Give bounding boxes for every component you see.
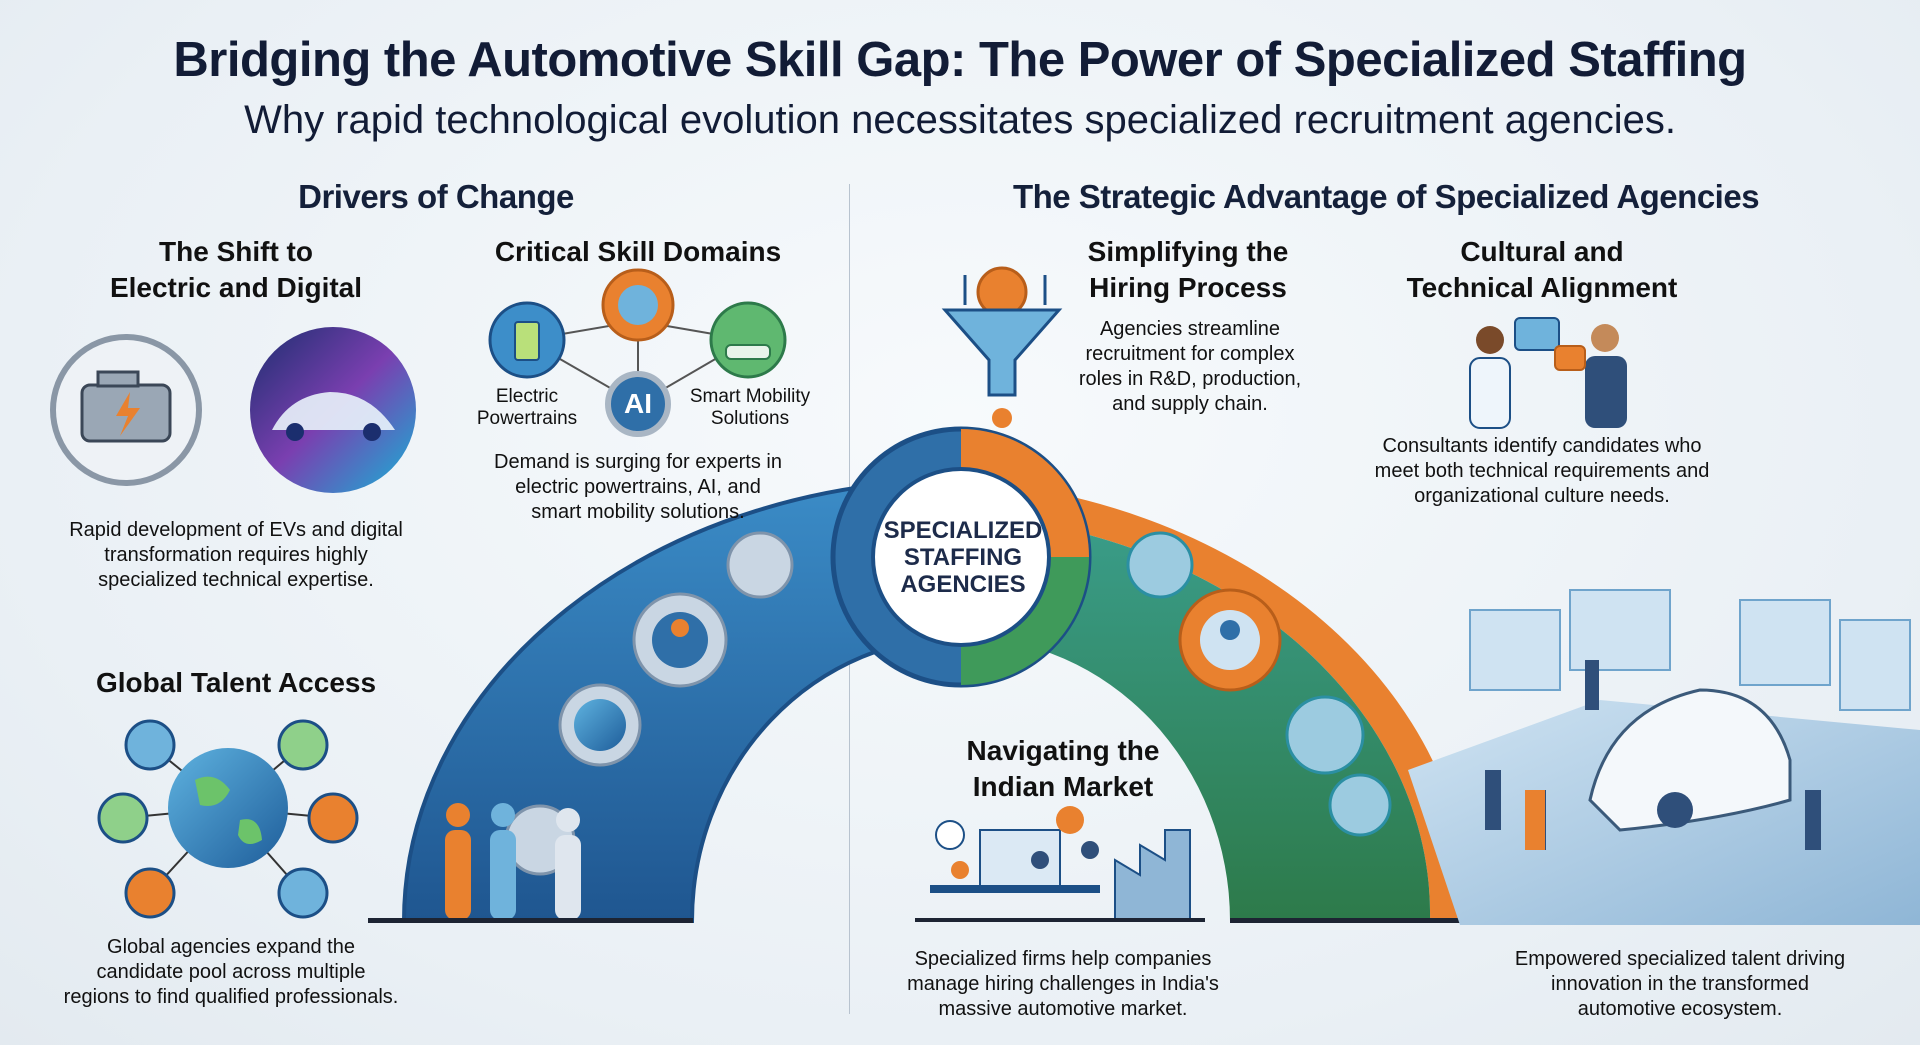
ai-gear-icon <box>605 371 671 437</box>
ecosystem-description: Empowered specialized talent driving inn… <box>1515 947 1845 1022</box>
text-line: candidate pool across multiple <box>96 961 366 983</box>
title-line: Cultural and <box>1460 236 1624 267</box>
hiring-title: Simplifying the Hiring Process <box>1088 234 1289 306</box>
people-silhouettes <box>445 803 581 920</box>
engine-icon <box>50 334 202 486</box>
cultural-description: Consultants identify candidates who meet… <box>1375 434 1710 509</box>
shift-title: The Shift to Electric and Digital <box>110 234 362 306</box>
electric-car-icon <box>250 327 416 493</box>
ground-line-left <box>368 918 693 923</box>
clock-icon <box>935 820 965 850</box>
office-illustration <box>915 806 1205 922</box>
india-description: Specialized firms help companies manage … <box>907 947 1219 1022</box>
label-line: Solutions <box>710 408 790 429</box>
title-line: Indian Market <box>972 771 1154 802</box>
hub-line: SPECIALIZED <box>883 517 1043 544</box>
page-title: Bridging the Automotive Skill Gap: The P… <box>173 33 1747 87</box>
arch-bridge <box>368 426 1524 923</box>
text-line: Specialized firms help companies <box>914 948 1212 970</box>
hiring-description: Agencies streamline recruitment for comp… <box>1079 317 1301 417</box>
candidate-avatar-icon <box>97 719 359 919</box>
ai-label: AI <box>624 388 652 419</box>
text-line: massive automotive market. <box>938 998 1188 1020</box>
shift-title-line: The Shift to <box>159 236 313 267</box>
text-line: smart mobility solutions. <box>531 501 745 523</box>
skills-description: Demand is surging for experts in electri… <box>494 450 782 525</box>
globe-icon <box>168 748 288 868</box>
page-subtitle: Why rapid technological evolution necess… <box>244 98 1676 142</box>
text-line: manage hiring challenges in India's <box>907 973 1219 995</box>
cultural-title: Cultural and Technical Alignment <box>1407 234 1678 306</box>
hub-gear-icon <box>830 426 1092 688</box>
label-line: Electric <box>495 386 559 407</box>
text-line: organizational culture needs. <box>1414 485 1670 507</box>
title-line: Simplifying the <box>1087 236 1289 267</box>
label-line: Powertrains <box>476 408 578 429</box>
hub-line: STAFFING <box>903 544 1023 571</box>
chat-bubble-icon <box>1554 345 1586 371</box>
dashboard-screen-icon <box>1469 589 1911 711</box>
smart-mobility-label: Smart Mobility Solutions <box>690 386 810 430</box>
globe-icon <box>574 699 626 751</box>
smart-car-icon <box>709 301 787 379</box>
chat-bubble-icon <box>1514 317 1560 351</box>
ground-line-right <box>1230 918 1524 923</box>
shift-title-line: Electric and Digital <box>109 272 363 303</box>
global-title: Global Talent Access <box>95 667 377 698</box>
text-line: innovation in the transformed <box>1551 973 1809 995</box>
title-line: Hiring Process <box>1089 272 1287 303</box>
global-description: Global agencies expand the candidate poo… <box>64 935 399 1010</box>
shift-description: Rapid development of EVs and digital tra… <box>69 518 403 593</box>
label-line: Smart Mobility <box>689 386 811 407</box>
title-line: Navigating the <box>966 735 1160 766</box>
text-line: roles in R&D, production, <box>1078 368 1302 390</box>
text-line: transformation requires highly <box>104 544 368 566</box>
text-line: Empowered specialized talent driving <box>1514 948 1846 970</box>
text-line: meet both technical requirements and <box>1374 460 1710 482</box>
text-line: regions to find qualified professionals. <box>63 986 399 1008</box>
factory-icon <box>1114 829 1191 921</box>
text-line: Agencies streamline <box>1099 318 1281 340</box>
advantage-heading: The Strategic Advantage of Specialized A… <box>1012 178 1760 215</box>
text-line: Consultants identify candidates who <box>1382 435 1702 457</box>
text-line: Global agencies expand the <box>107 936 355 958</box>
text-line: electric powertrains, AI, and <box>515 476 761 498</box>
automotive-ecosystem-illustration <box>1408 589 1920 925</box>
text-line: and supply chain. <box>1112 393 1268 415</box>
consultants-icon <box>1469 317 1627 429</box>
concept-car-icon <box>1588 688 1792 832</box>
drivers-heading: Drivers of Change <box>298 178 574 215</box>
electric-powertrains-label: Electric Powertrains <box>477 386 577 430</box>
skills-title: Critical Skill Domains <box>494 236 782 267</box>
hub-line: AGENCIES <box>900 571 1026 598</box>
hiring-funnel-icon <box>941 266 1063 428</box>
person-icon <box>652 612 708 668</box>
text-line: Demand is surging for experts in <box>494 451 782 473</box>
india-title: Navigating the Indian Market <box>967 733 1160 805</box>
text-line: specialized technical expertise. <box>98 569 374 591</box>
text-line: automotive ecosystem. <box>1577 998 1783 1020</box>
text-line: Rapid development of EVs and digital <box>69 519 403 541</box>
text-line: recruitment for complex <box>1085 343 1295 365</box>
global-talent-network <box>97 719 359 919</box>
title-line: Technical Alignment <box>1406 272 1678 303</box>
gear-icon <box>1056 806 1084 834</box>
hub-label: SPECIALIZED STAFFING AGENCIES <box>884 517 1043 598</box>
skill-network <box>488 268 787 437</box>
